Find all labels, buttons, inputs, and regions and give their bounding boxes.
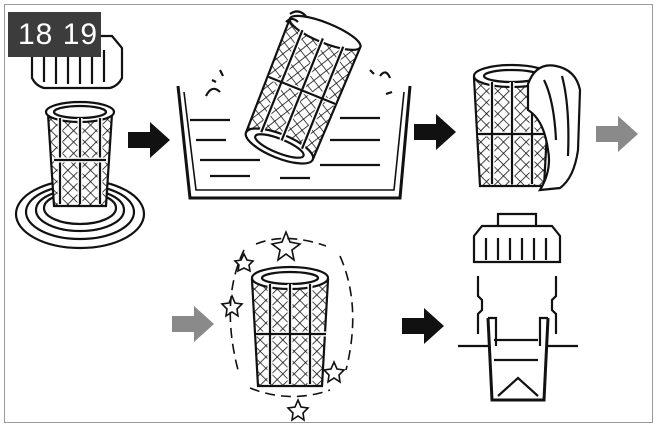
filter-on-base-illustration	[14, 22, 146, 250]
filter-housing	[458, 276, 578, 402]
step-number-badge: 18 19	[8, 12, 101, 57]
arrow-right-icon	[414, 114, 456, 150]
arrow-right-icon	[128, 122, 170, 158]
filter-cap-icon-2	[472, 212, 562, 264]
arrow-right-gray-icon	[596, 116, 638, 152]
clean-filter-illustration	[220, 229, 354, 422]
dry-with-cloth-illustration	[472, 63, 582, 192]
reinstall-filter-illustration	[458, 212, 578, 402]
filter-mesh-1	[44, 100, 116, 208]
arrow-right-gray-icon	[172, 306, 214, 342]
arrow-right-icon	[402, 308, 444, 344]
filter-mesh-2	[244, 14, 362, 165]
rinse-in-water-illustration	[176, 10, 412, 200]
filter-mesh-4	[250, 265, 330, 388]
diagram-frame	[4, 4, 653, 423]
basin	[176, 85, 412, 200]
sparkle-icon	[220, 229, 346, 422]
